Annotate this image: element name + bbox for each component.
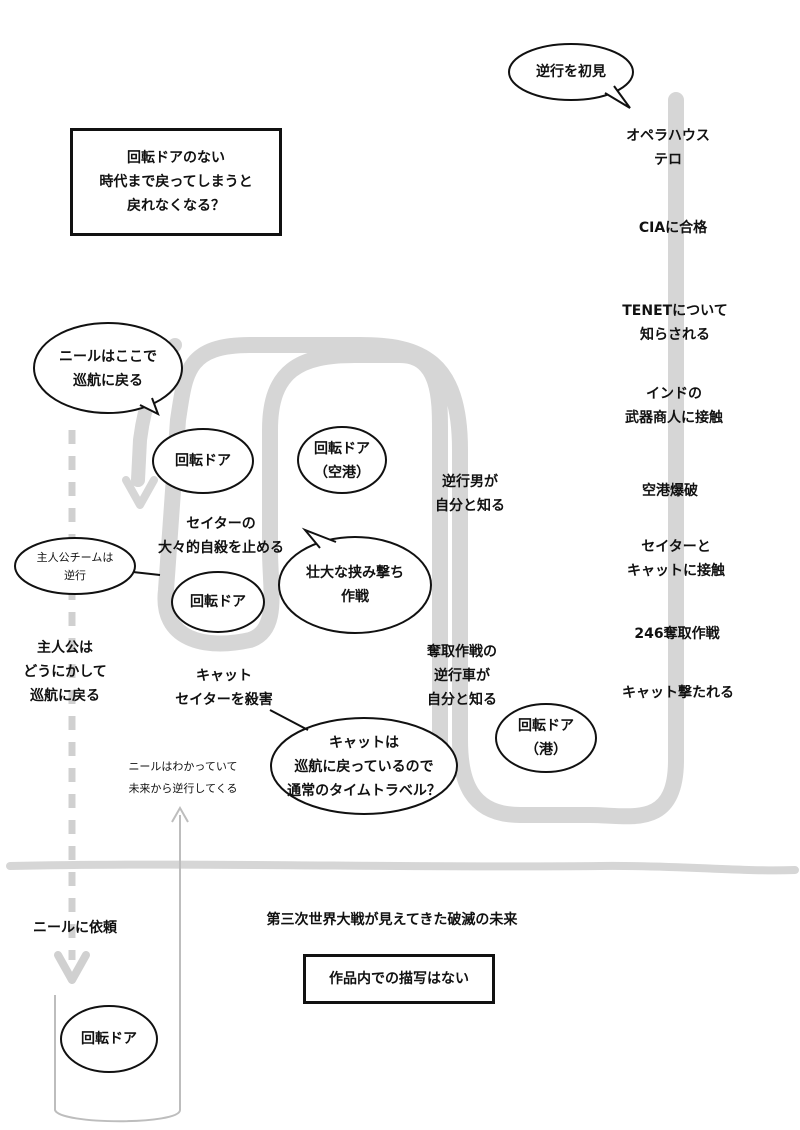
label-sator-suicide: セイターの 大々的自殺を止める [158, 512, 284, 560]
door-airport-text: 回転ドア （空港） [298, 436, 386, 486]
door-bottom-text: 回転ドア [81, 1031, 137, 1047]
door-airport-oval [297, 426, 387, 494]
box-no-door-line2: 時代まで戻ってしまうと [99, 174, 253, 190]
label-tenet: TENETについて 知らされる [622, 299, 728, 347]
label-inverted-car: 奪取作戦の 逆行車が 自分と知る [427, 640, 497, 712]
bubble-pincer-line2: 作戦 [341, 589, 369, 605]
label-sator-suicide-line2: 大々的自殺を止める [158, 540, 284, 556]
bubble-kat-return-line3: 通常のタイムトラベル？ [287, 783, 441, 799]
thin-arrowhead [171, 805, 189, 823]
label-inverted-man-line1: 逆行男が [442, 474, 498, 490]
bubble-neil-return-line1: ニールはここで [59, 349, 157, 365]
door-airport-line1: 回転ドア [314, 441, 370, 457]
label-sator-suicide-line1: セイターの [186, 516, 256, 532]
bubble-gyakko-text: 逆行を初見 [536, 64, 606, 80]
bubble-kat-return-line2: 巡航に戻っているので [294, 759, 434, 775]
bubble-kat-return-line1: キャットは [329, 735, 399, 751]
door-port-line2: （港） [525, 742, 567, 758]
door-lower-oval [171, 571, 265, 633]
bubble-tail-gyakko [604, 85, 631, 109]
dashed-arrowhead [54, 951, 90, 984]
left-branch-arrowhead [122, 476, 158, 509]
label-opera: オペラハウス テロ [626, 124, 710, 172]
label-india: インドの 武器商人に接触 [625, 382, 723, 430]
label-kat-kills-line2: セイターを殺害 [175, 692, 273, 708]
bubble-team [14, 537, 136, 595]
label-sator-kat-line2: キャットに接触 [627, 563, 725, 579]
bubble-neil-return-text: ニールはここで 巡航に戻る [38, 344, 178, 394]
bubble-team-line2: 逆行 [64, 569, 86, 582]
label-neil-knows-line2: 未来から逆行してくる [128, 782, 238, 795]
label-246-operation: 246奪取作戦 [634, 626, 720, 642]
label-hero-return: 主人公は どうにかして 巡航に戻る [23, 636, 107, 708]
door-lower-text: 回転ドア [190, 594, 246, 610]
label-hero-return-line1: 主人公は [37, 640, 93, 656]
bubble-gyakko-shoken [508, 43, 634, 101]
label-kat-kills-sator: キャット セイターを殺害 [175, 664, 272, 712]
label-neil-request: ニールに依頼 [33, 920, 117, 936]
label-india-line2: 武器商人に接触 [625, 410, 723, 426]
label-airport-bombing: 空港爆破 [642, 483, 698, 499]
bubble-tail-kat [269, 709, 309, 731]
bottom-thin-loop [54, 815, 181, 1123]
label-future: 第三次世界大戦が見えてきた破滅の未来 [266, 912, 518, 928]
label-inverted-car-line2: 逆行車が [434, 668, 490, 684]
label-opera-line2: テロ [654, 152, 682, 168]
box-no-door-question: 回転ドアのない 時代まで戻ってしまうと 戻れなくなる？ [70, 128, 282, 236]
label-inverted-man: 逆行男が 自分と知る [435, 470, 505, 518]
label-sator-kat-line1: セイターと [641, 539, 711, 555]
bubble-pincer [278, 536, 432, 634]
bubble-pincer-line1: 壮大な挟み撃ち [306, 565, 404, 581]
label-india-line1: インドの [646, 386, 702, 402]
label-sator-kat-contact: セイターと キャットに接触 [627, 535, 725, 583]
bubble-pincer-text: 壮大な挟み撃ち 作戦 [285, 560, 425, 610]
main-timeline-path [157, 92, 684, 825]
box-no-door-line3: 戻れなくなる？ [127, 198, 225, 214]
horizontal-timeline-divider [6, 860, 799, 875]
label-tenet-line1: TENETについて [622, 303, 728, 319]
bubble-tail-team [132, 571, 161, 576]
label-inverted-car-line3: 自分と知る [427, 692, 497, 708]
bubble-tail-neil [139, 397, 160, 417]
door-left-oval [152, 428, 254, 494]
label-kat-kills-line1: キャット [195, 668, 252, 684]
label-neil-knows-line1: ニールはわかっていて [128, 760, 238, 773]
label-hero-return-line3: 巡航に戻る [30, 688, 100, 704]
label-kat-shot: キャット撃たれる [622, 685, 734, 701]
bubble-tail-pincer [301, 527, 337, 549]
label-hero-return-line2: どうにかして [23, 664, 107, 680]
box-no-door-line1: 回転ドアのない [127, 150, 225, 166]
bubble-kat-return [270, 717, 458, 815]
bubble-neil-return-line2: 巡航に戻る [73, 373, 143, 389]
bubble-team-text: 主人公チームは 逆行 [18, 548, 132, 586]
bubble-team-line1: 主人公チームは [36, 551, 114, 564]
label-tenet-line2: 知らされる [640, 327, 710, 343]
box-not-depicted: 作品内での描写はない [303, 954, 495, 1004]
door-port-text: 回転ドア （港） [496, 712, 596, 764]
bubble-neil-return [33, 322, 183, 414]
bubble-kat-return-text: キャットは 巡航に戻っているので 通常のタイムトラベル？ [276, 730, 452, 804]
label-inverted-car-line1: 奪取作戦の [427, 644, 497, 660]
door-port-line1: 回転ドア [518, 718, 574, 734]
door-port-oval [495, 703, 597, 773]
label-inverted-man-line2: 自分と知る [435, 498, 505, 514]
label-opera-line1: オペラハウス [626, 128, 710, 144]
door-bottom-oval [60, 1005, 158, 1073]
door-airport-line2: （空港） [314, 465, 370, 481]
label-cia: CIAに合格 [638, 220, 708, 236]
label-neil-knows: ニールはわかっていて 未来から逆行してくる [128, 756, 237, 800]
door-left-text: 回転ドア [175, 453, 231, 469]
